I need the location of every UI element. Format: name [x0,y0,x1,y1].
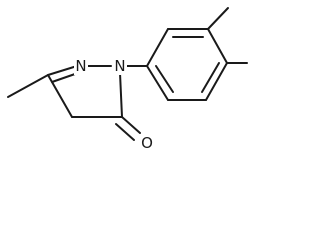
bond-ring-inner-2 [201,62,220,93]
bond-c5-n1 [119,72,123,118]
bond-ring-c4-c5 [205,62,228,101]
atom-label-nitrogen-2: N [75,57,86,75]
bond-c5-o [121,116,141,134]
bond-c3-c4 [47,74,73,118]
bond-ring-methyl-top [207,7,229,30]
atom-label-oxygen: O [141,134,153,152]
bond-ring-c6-c1 [146,65,169,101]
bond-c3-n2-double [51,73,76,83]
bond-ring-c1-c2 [146,28,169,67]
bond-c3-n2 [47,65,78,76]
bond-ring-c3-c4 [207,28,228,64]
bond-c5-o-double [115,123,135,141]
bond-methyl-c3 [7,74,49,98]
bond-ring-inner-3 [155,65,174,93]
chemical-structure-diagram: N N O [7,7,248,152]
atom-label-nitrogen-1: N [114,57,125,75]
